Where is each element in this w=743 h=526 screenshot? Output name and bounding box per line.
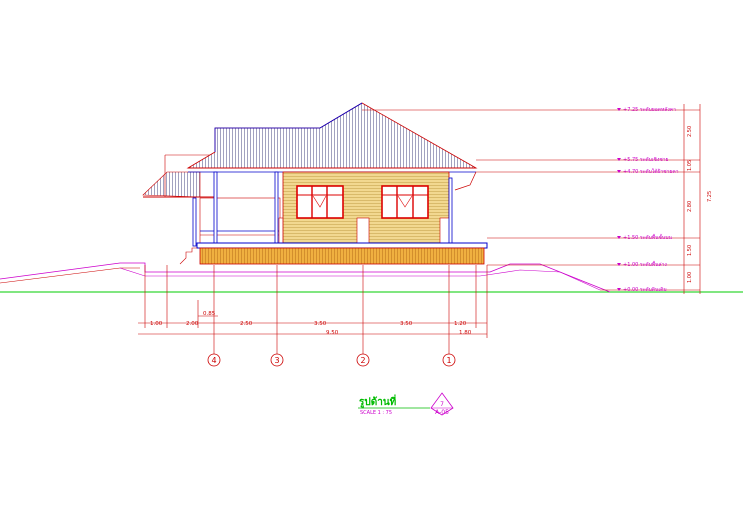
level-text: ระดับใต้ฝ้าชายคา (640, 168, 679, 175)
vdim-label: 7.25 (707, 191, 713, 202)
level-text: ระดับดินเดิม (640, 286, 667, 293)
floor-base (179, 242, 488, 265)
level-label: +7.25 (623, 107, 638, 113)
grid-label: 2 (360, 356, 365, 365)
horizontal-dimensions (138, 265, 488, 358)
horizontal-dim-labels: 1.00 2.00 0.85 2.50 3.50 3.50 1.20 9.50 … (150, 311, 472, 336)
grid-label: 1 (446, 356, 451, 365)
ground-lines (0, 262, 743, 293)
grid-bubble: 1 (442, 353, 456, 367)
title-text: รูปด้านที่ (359, 394, 397, 409)
grid-label: 4 (211, 356, 216, 365)
level-label: +5.75 (623, 157, 638, 163)
level-label: +4.70 (623, 169, 638, 175)
grid-bubble: 3 (270, 353, 284, 367)
level-label: +0.00 (623, 287, 638, 293)
level-label: +1.50 (623, 235, 638, 241)
window-right (381, 185, 429, 219)
level-marker: +5.75 ระดับเชิงชาย (617, 156, 669, 163)
hdim-label: 2.00 (186, 321, 199, 327)
overall-dim-label: 1.80 (459, 330, 472, 336)
level-text: ระดับพื้นล่าง (640, 259, 667, 268)
hdim-label: 0.85 (203, 311, 216, 317)
vdim-label: 2.80 (687, 201, 693, 212)
overall-dim-label: 9.50 (326, 330, 339, 336)
level-text: ระดับพื้นชั้นบน (640, 232, 672, 241)
level-lines (362, 104, 701, 294)
porch (192, 171, 292, 247)
level-label: +1.00 (623, 262, 638, 268)
vdim-label: 2.50 (687, 126, 693, 137)
level-marker: +1.00 ระดับพื้นล่าง (617, 259, 667, 268)
hdim-label: 3.50 (314, 321, 327, 327)
scale-text: SCALE 1 : 75 (360, 410, 392, 416)
hdim-label: 3.50 (400, 321, 413, 327)
vertical-dimensions: 2.50 1.05 2.80 7.25 1.50 1.00 (687, 126, 713, 283)
tag-top: 7 (440, 401, 444, 408)
hdim-label: 2.50 (240, 321, 253, 327)
porch-roof (142, 154, 215, 198)
level-text: ระดับเชิงชาย (640, 156, 669, 163)
window-left (296, 185, 344, 219)
hdim-label: 1.00 (150, 321, 163, 327)
grid-bubble: 2 (356, 353, 370, 367)
level-marker: +1.50 ระดับพื้นชั้นบน (617, 232, 672, 241)
section-tag-icon: 7 A-05 (430, 392, 454, 416)
level-marker: +7.25 ระดับยอดหลังคา (617, 107, 676, 113)
vdim-label: 1.50 (687, 245, 693, 256)
vdim-label: 1.05 (687, 160, 693, 171)
level-text: ระดับยอดหลังคา (640, 107, 676, 113)
drawing-title: รูปด้านที่ SCALE 1 : 75 7 A-05 (358, 392, 454, 416)
hdim-label: 1.20 (454, 321, 467, 327)
level-marker: +4.70 ระดับใต้ฝ้าชายคา (617, 168, 679, 175)
grid-label: 3 (274, 356, 279, 365)
vdim-label: 1.00 (687, 272, 693, 283)
grid-bubble: 4 (207, 353, 221, 367)
level-marker: +0.00 ระดับดินเดิม (617, 286, 667, 293)
tag-bottom: A-05 (435, 409, 449, 416)
